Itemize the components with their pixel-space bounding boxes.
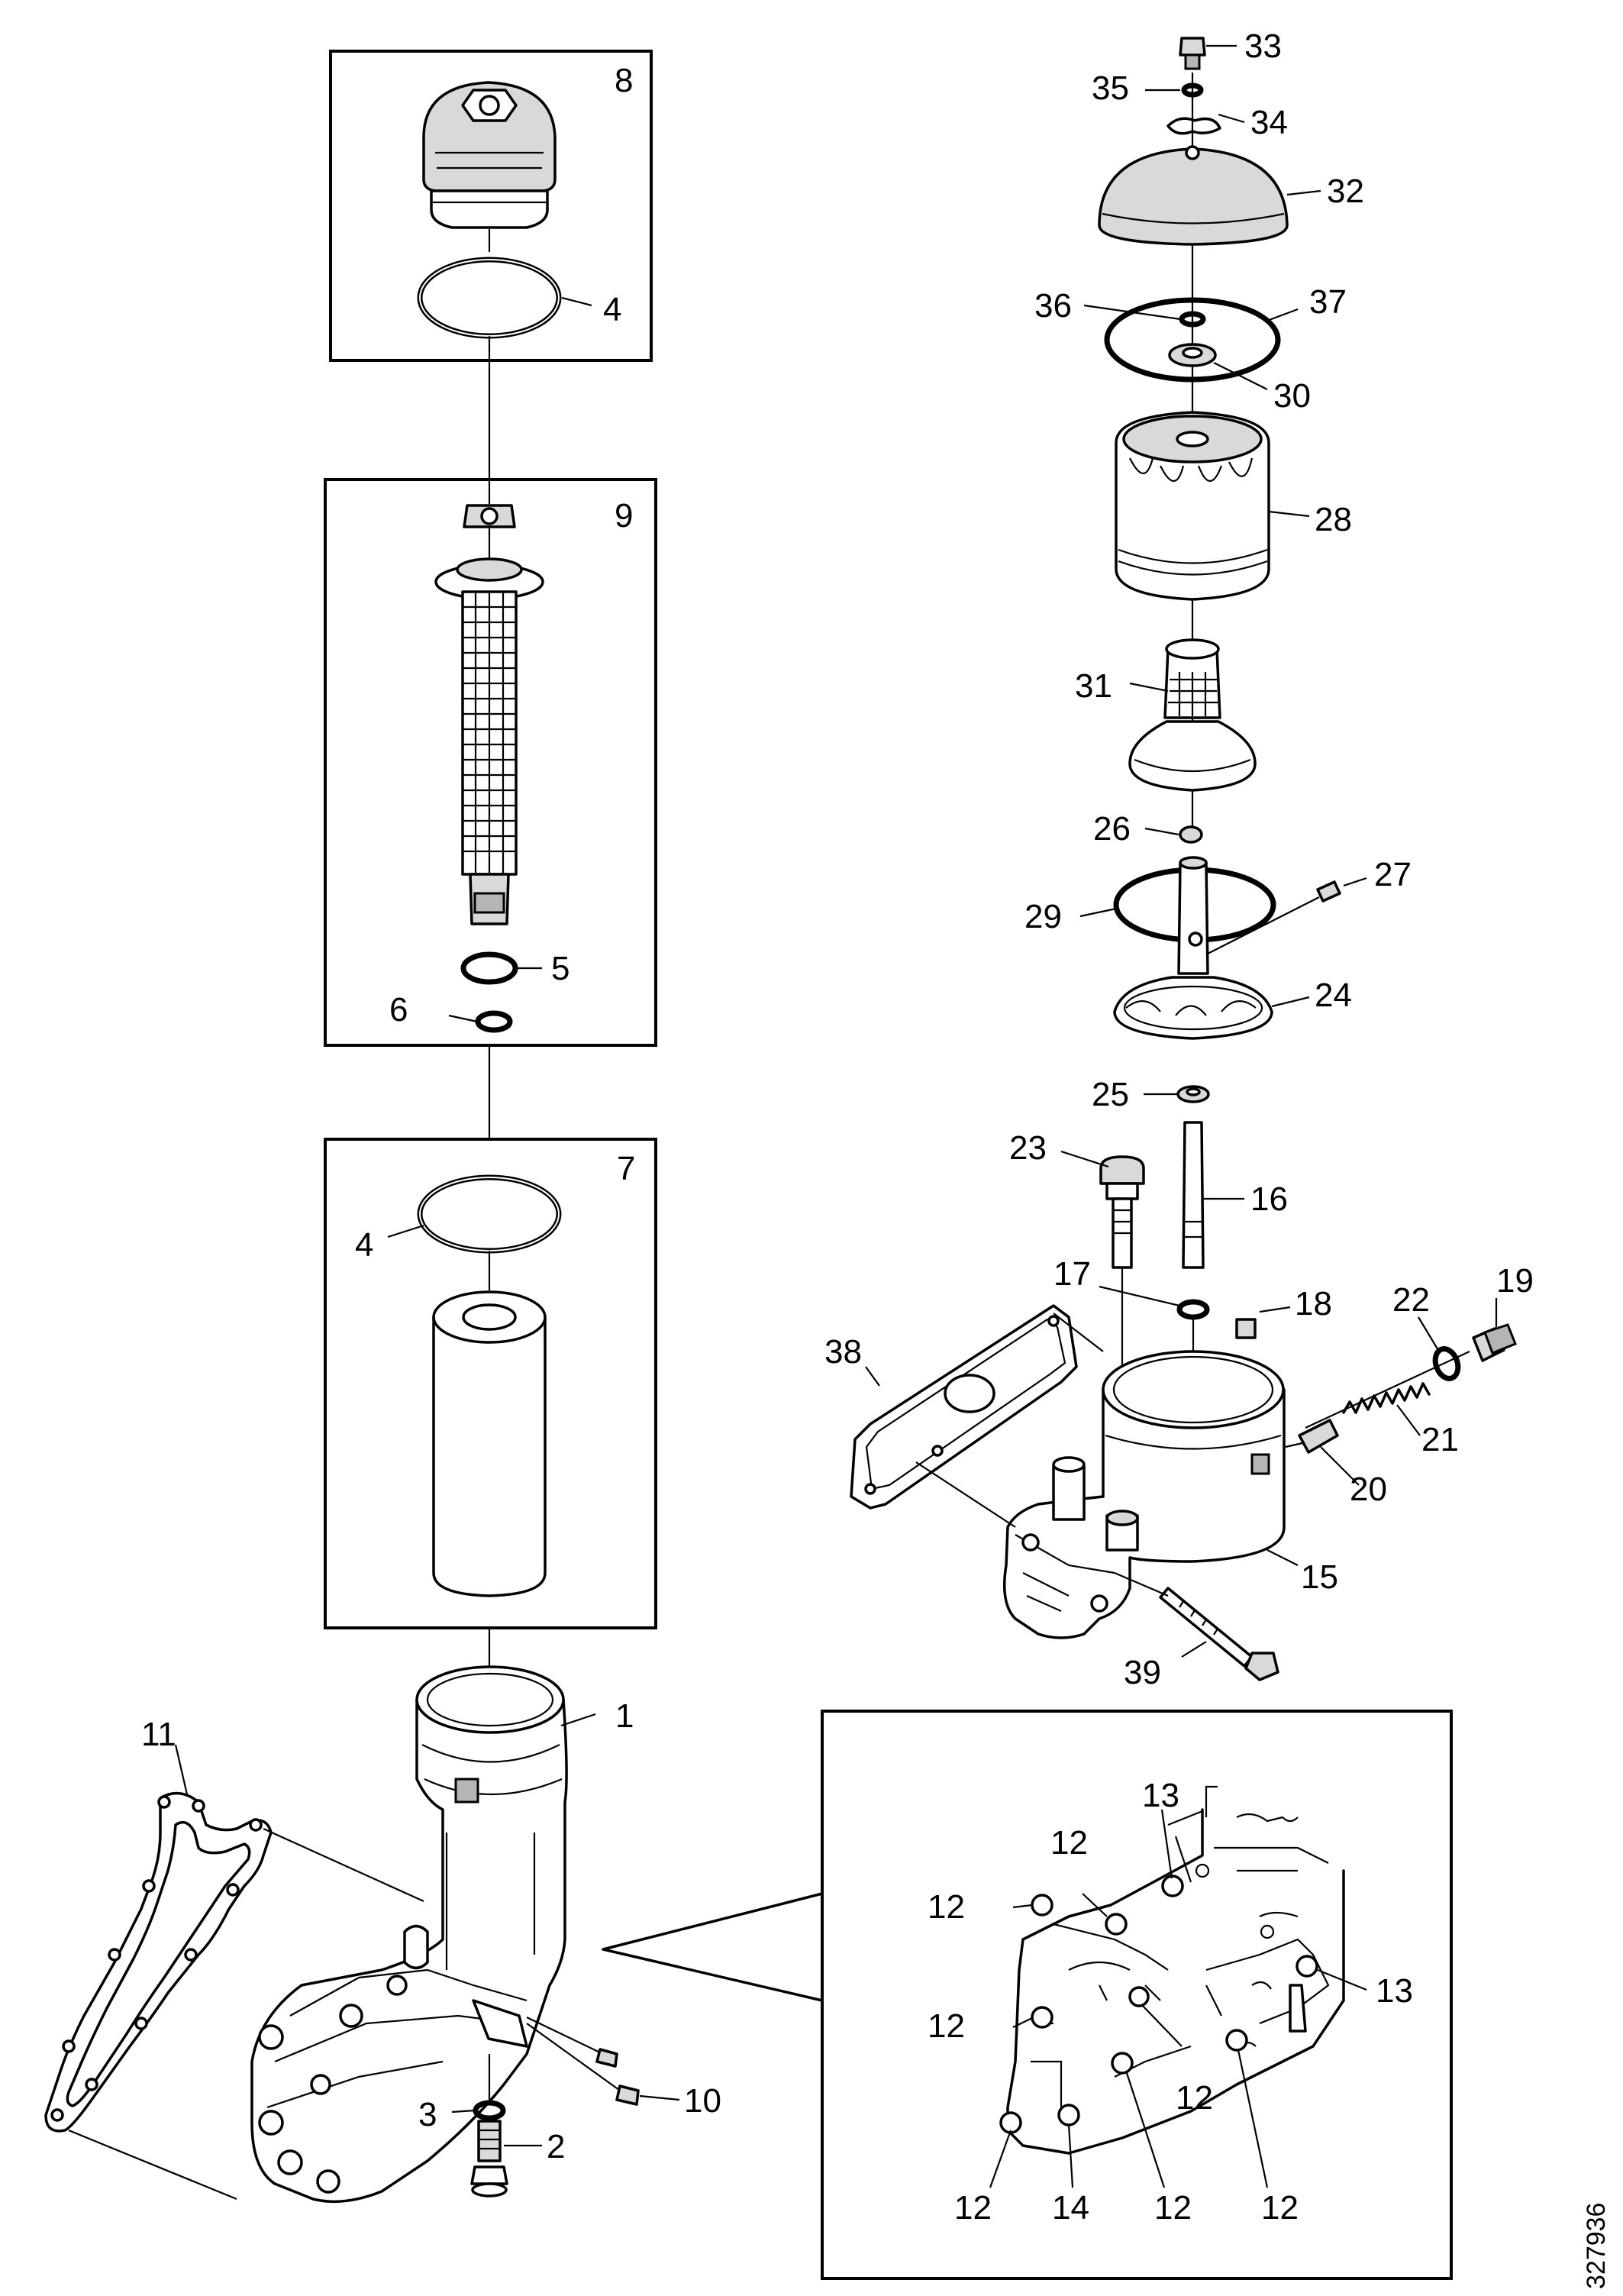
washer-35 [1181, 82, 1204, 98]
callout-6: 6 [389, 991, 408, 1029]
callout-38: 38 [824, 1333, 862, 1371]
callout-12-f: 12 [1154, 2189, 1192, 2227]
callout-10: 10 [684, 2082, 721, 2120]
callout-15: 15 [1301, 1558, 1338, 1596]
housing-gasket [44, 1791, 273, 2133]
callout-12-d: 12 [1176, 2079, 1213, 2117]
callout-37: 37 [1309, 283, 1347, 321]
callout-14: 14 [1052, 2189, 1089, 2227]
shaft-16 [1182, 1121, 1205, 1269]
bearing-26 [1179, 825, 1203, 844]
callout-39: 39 [1124, 1654, 1161, 1691]
callout-12-b: 12 [928, 1888, 965, 1926]
callout-11: 11 [141, 1716, 176, 1753]
callout-12-c: 12 [928, 2007, 965, 2045]
spindle-24 [1113, 856, 1273, 1040]
callout-31: 31 [1075, 667, 1112, 705]
detail-inset [602, 1710, 1453, 2280]
valve-top [463, 504, 516, 528]
callout-19: 19 [1496, 1262, 1534, 1300]
gasket-38 [850, 1304, 1078, 1510]
callout-22: 22 [1392, 1281, 1430, 1319]
callout-13-right: 13 [1376, 1972, 1413, 2010]
callout-12-a: 12 [1050, 1824, 1088, 1862]
screw-plug-10 [526, 2017, 640, 2106]
kit-box-7 [324, 1138, 657, 1629]
callout-8: 8 [615, 62, 633, 99]
callout-25: 25 [1092, 1076, 1129, 1113]
kit-box-8 [329, 50, 653, 362]
callout-35: 35 [1092, 69, 1129, 107]
callout-21: 21 [1421, 1421, 1459, 1458]
callout-32: 32 [1327, 173, 1364, 210]
o-ring-4-lower [417, 1174, 562, 1254]
o-ring-6 [475, 1010, 513, 1033]
callout-1: 1 [615, 1697, 634, 1735]
filter-element [432, 1290, 547, 1597]
strainer-cartridge [434, 557, 544, 925]
figure-reference-number: 327936 [1582, 2203, 1611, 2289]
filter-31 [1128, 638, 1257, 792]
callout-26: 26 [1093, 810, 1131, 848]
nozzle-27 [1316, 880, 1341, 903]
callout-4-lower: 4 [355, 1226, 373, 1264]
callout-27: 27 [1374, 856, 1412, 893]
o-ring-4-upper [417, 257, 562, 339]
detail-housing-outline [999, 1785, 1345, 2155]
callout-16: 16 [1250, 1180, 1288, 1218]
washer-22 [1432, 1346, 1461, 1381]
centrifuge-cover-32 [1098, 145, 1289, 246]
callout-7: 7 [617, 1150, 635, 1187]
plug-19 [1472, 1323, 1517, 1362]
callout-2: 2 [547, 2128, 565, 2165]
plug-2 [470, 2120, 508, 2198]
callout-3: 3 [418, 2096, 437, 2133]
oil-filter-housing [250, 1665, 568, 2204]
callout-labels: 8 4 9 5 6 7 4 1 11 10 3 2 33 35 34 32 36… [141, 27, 1534, 2227]
callout-5: 5 [551, 950, 570, 987]
callout-33: 33 [1244, 27, 1282, 65]
callout-17: 17 [1053, 1255, 1091, 1293]
bearing-30 [1168, 343, 1217, 367]
callout-34: 34 [1250, 104, 1288, 141]
callout-24: 24 [1315, 977, 1352, 1014]
filter-cap [422, 81, 557, 229]
clip-34 [1166, 117, 1221, 135]
callout-36: 36 [1034, 287, 1072, 325]
o-ring-37 [1104, 297, 1281, 383]
callout-13-top: 13 [1142, 1777, 1179, 1814]
callout-29: 29 [1024, 898, 1062, 935]
washer-17 [1176, 1299, 1210, 1320]
callout-9: 9 [615, 497, 633, 534]
cap-screw-33 [1179, 37, 1206, 70]
callout-20: 20 [1350, 1471, 1387, 1508]
rotor-28 [1115, 411, 1270, 601]
washer-36 [1179, 311, 1206, 328]
callout-30: 30 [1273, 377, 1311, 415]
callout-28: 28 [1315, 501, 1352, 538]
bearing-25 [1176, 1085, 1210, 1103]
spring-21 [1342, 1382, 1431, 1414]
union-23 [1099, 1155, 1145, 1269]
bolt-39 [1159, 1587, 1279, 1681]
callout-4-upper: 4 [603, 291, 621, 328]
callout-18: 18 [1295, 1285, 1332, 1322]
o-ring-5 [460, 951, 518, 985]
callout-12-g: 12 [1261, 2189, 1299, 2227]
callout-23: 23 [1009, 1129, 1047, 1167]
callout-12-e: 12 [954, 2189, 992, 2227]
kit-box-9 [324, 478, 657, 1047]
plug-18 [1235, 1318, 1257, 1339]
centrifuge-housing-15 [1003, 1350, 1286, 1639]
sleeve-20 [1298, 1419, 1339, 1454]
